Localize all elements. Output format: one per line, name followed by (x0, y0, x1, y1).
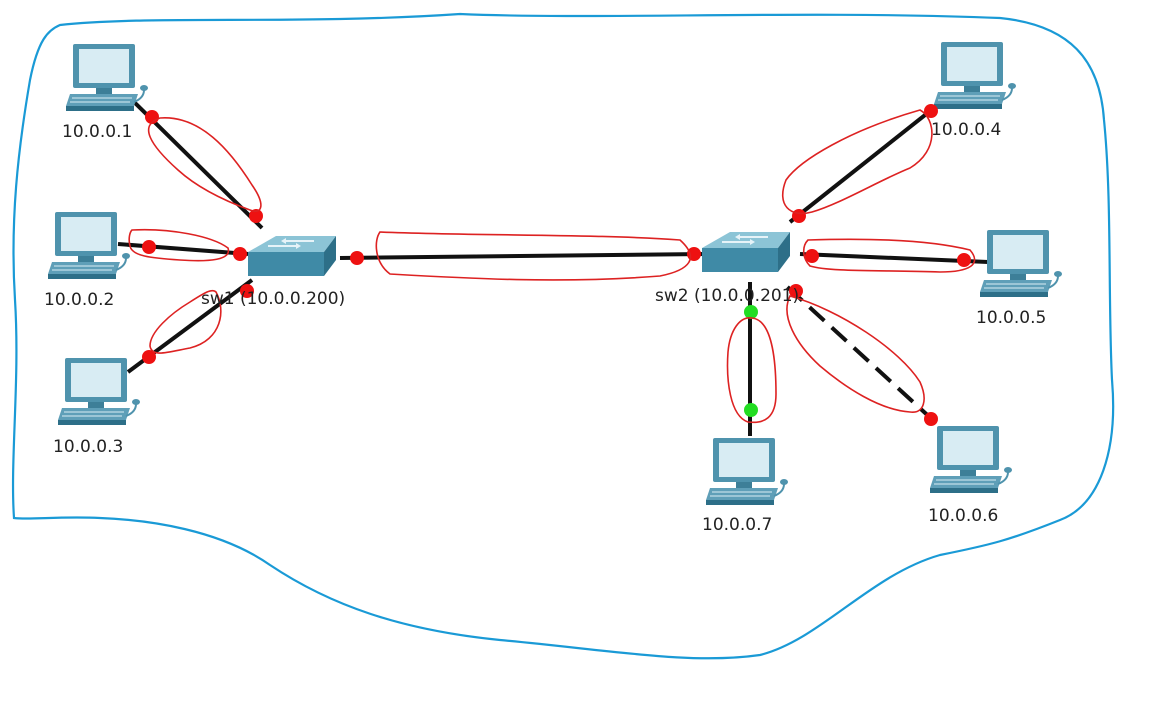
port-dot-up (744, 403, 758, 417)
host-label-10-0-0-1: 10.0.0.1 (62, 122, 132, 142)
port-dot-down (805, 249, 819, 263)
port-dot-down (924, 412, 938, 426)
port-dot-down (687, 247, 701, 261)
annotation-loop (128, 228, 230, 262)
annotation-loop (375, 231, 692, 281)
host-label-10-0-0-4: 10.0.0.4 (931, 120, 1001, 140)
switch-label-sw1: sw1 (10.0.0.200) (201, 289, 345, 309)
annotation-loop (786, 295, 925, 413)
annotation-loop (147, 117, 262, 212)
red-annotation-loops (128, 109, 976, 424)
port-status-dots (142, 104, 971, 426)
port-dot-down (142, 240, 156, 254)
switch-label-sw2: sw2 (10.0.0.201) (655, 286, 799, 306)
host-label-10-0-0-6: 10.0.0.6 (928, 506, 998, 526)
port-dot-down (240, 284, 254, 298)
annotation-loop (802, 238, 976, 273)
pc-icon-10-0-0-7[interactable] (705, 437, 789, 506)
host-label-10-0-0-5: 10.0.0.5 (976, 308, 1046, 328)
port-dot-down (233, 247, 247, 261)
host-label-10-0-0-7: 10.0.0.7 (702, 515, 772, 535)
pc-icon-10-0-0-2[interactable] (47, 211, 131, 280)
host-label-10-0-0-3: 10.0.0.3 (53, 437, 123, 457)
host-label-10-0-0-2: 10.0.0.2 (44, 290, 114, 310)
switch-sw1-icon[interactable] (247, 235, 337, 277)
blue-boundary-annotation (11, 12, 1115, 660)
port-dot-down (249, 209, 263, 223)
pc-icon-10-0-0-5[interactable] (979, 229, 1063, 298)
link-pc5-sw2 (799, 252, 989, 264)
pc-icon-10-0-0-3[interactable] (57, 357, 141, 426)
annotation-loop (726, 317, 777, 424)
link-pc2-sw1 (117, 242, 249, 256)
port-dot-up (744, 305, 758, 319)
port-dot-down (142, 350, 156, 364)
annotation-loop (149, 289, 222, 354)
port-dot-down (350, 251, 364, 265)
port-dot-down (789, 284, 803, 298)
switch-sw2-icon[interactable] (701, 231, 791, 273)
link-sw1-sw2 (339, 252, 707, 260)
pc-icon-10-0-0-1[interactable] (65, 43, 149, 112)
port-dot-down (792, 209, 806, 223)
annotation-loop (781, 109, 933, 215)
pc-icon-10-0-0-6[interactable] (929, 425, 1013, 494)
pc-icon-10-0-0-4[interactable] (933, 41, 1017, 110)
link-pc4-sw2 (788, 98, 946, 224)
port-dot-down (957, 253, 971, 267)
link-pc6-sw2 (780, 280, 937, 424)
labels: 10.0.0.1 10.0.0.2 10.0.0.3 10.0.0.4 10.0… (44, 120, 1046, 535)
port-dot-down (924, 104, 938, 118)
